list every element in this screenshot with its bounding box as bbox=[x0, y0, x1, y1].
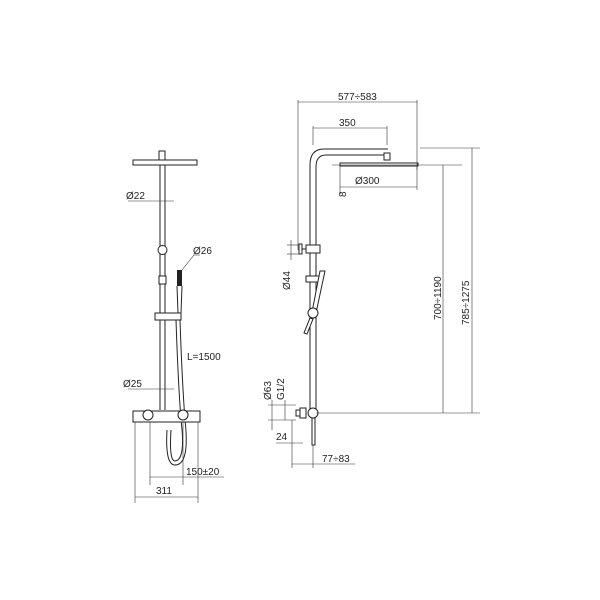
connector-length-label: 24 bbox=[276, 432, 288, 443]
ball-joint bbox=[157, 245, 168, 255]
mixer-width-label: 311 bbox=[156, 486, 172, 497]
side-view: 577÷583 350 Ø300 8 Ø44 700÷1190 785÷1275… bbox=[263, 92, 480, 468]
height-range-total-label: 785÷1275 bbox=[461, 280, 472, 325]
projection-label: 577÷583 bbox=[338, 92, 377, 103]
flange-diameter-label: Ø63 bbox=[263, 381, 274, 400]
thermostatic-mixer bbox=[132, 410, 201, 423]
thread-label: G1/2 bbox=[276, 378, 287, 400]
head-connector bbox=[158, 150, 166, 161]
hose-length-label: L=1500 bbox=[187, 352, 221, 363]
hand-shower-head bbox=[177, 270, 182, 286]
lower-pipe-diameter-label: Ø25 bbox=[123, 379, 142, 390]
head-thickness-label: 8 bbox=[338, 191, 349, 197]
arm-length-label: 350 bbox=[339, 118, 356, 129]
bracket-diameter-label: Ø44 bbox=[282, 271, 293, 290]
head-diameter-label: Ø300 bbox=[355, 176, 380, 187]
shower-head-side bbox=[339, 162, 419, 167]
pipe-diameter-label: Ø22 bbox=[126, 191, 145, 202]
slider bbox=[158, 275, 167, 285]
wall-offset-label: 77÷83 bbox=[322, 454, 350, 465]
shower-head bbox=[132, 159, 198, 166]
front-view: Ø22 Ø26 L=1500 Ø25 150±20 311 bbox=[123, 150, 224, 503]
hand-shower-bracket bbox=[154, 312, 182, 321]
inlet-spacing-label: 150±20 bbox=[186, 467, 220, 478]
hand-shower-diameter-label: Ø26 bbox=[193, 246, 212, 257]
height-range-head-label: 700÷1190 bbox=[433, 276, 444, 320]
